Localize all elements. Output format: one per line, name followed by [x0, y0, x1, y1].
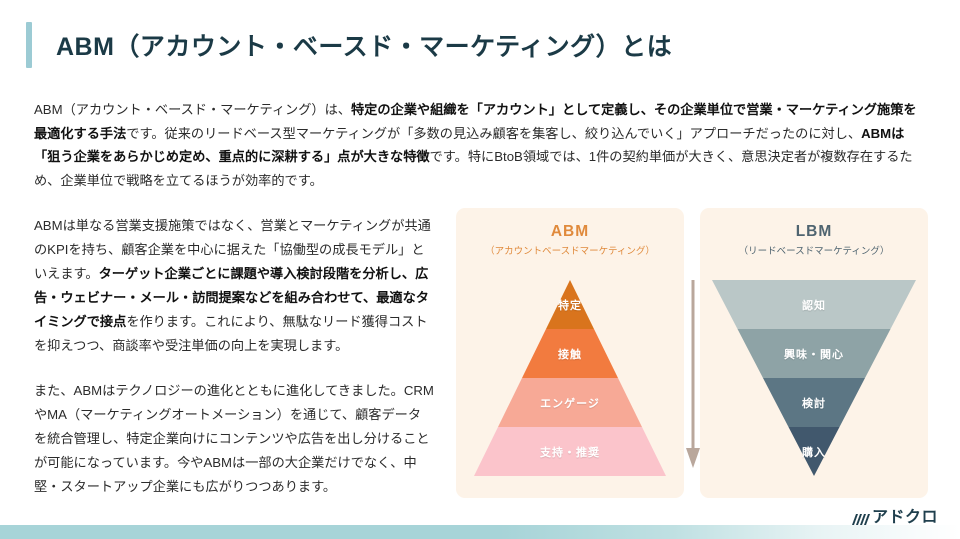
abm-pyramid-layer: 接触 — [456, 329, 684, 378]
pyramid-band-shape — [546, 280, 594, 329]
lbm-layer-label: 認知 — [802, 299, 826, 312]
body-text-column: ABMは単なる営業支援施策ではなく、営業とマーケティングが共通のKPIを持ち、顧… — [34, 214, 434, 520]
pyramid-band-shape — [474, 427, 666, 476]
lbm-funnel-layer: 興味・関心 — [700, 329, 928, 378]
lbm-subtitle: （リードベースドマーケティング） — [738, 246, 890, 257]
abm-subtitle: （アカウントベースドマーケティング） — [485, 246, 655, 257]
body-paragraph: ABMは単なる営業支援施策ではなく、営業とマーケティングが共通のKPIを持ち、顧… — [34, 214, 434, 358]
logo-slashes-icon — [851, 514, 870, 525]
logo-text: アドクロ — [871, 507, 938, 526]
funnel-band-shape — [763, 378, 865, 427]
lbm-panel: LBM （リードベースドマーケティング） 認知興味・関心検討購入 — [700, 208, 928, 498]
funnel-band-shape — [788, 427, 840, 476]
abm-panel: ABM （アカウントベースドマーケティング） 特定接触エンゲージ支持・推奨 — [456, 208, 684, 498]
abm-layer-label: 特定 — [558, 299, 582, 312]
abm-pyramid: 特定接触エンゲージ支持・推奨 — [456, 280, 684, 476]
title-accent-bar — [26, 22, 32, 68]
lbm-funnel: 認知興味・関心検討購入 — [700, 280, 928, 476]
text-emphasis: 特定の企業や組織を「アカウント」として定義し、その企業単位で営業・マーケティング… — [34, 102, 917, 141]
funnel-band-shape — [737, 329, 891, 378]
intro-paragraph: ABM（アカウント・ベースド・マーケティング）は、特定の企業や組織を「アカウント… — [34, 98, 928, 192]
lbm-funnel-layer: 購入 — [700, 427, 928, 476]
abm-pyramid-layer: 支持・推奨 — [456, 427, 684, 476]
text-emphasis: ターゲット企業ごとに課題や導入検討段階を分析し、広告・ウェビナー・メール・訪問提… — [34, 266, 429, 329]
arrow-down-icon — [686, 280, 700, 468]
text-run: ABM（アカウント・ベースド・マーケティング）は、 — [34, 102, 351, 117]
abm-layer-label: エンゲージ — [540, 397, 600, 410]
lbm-layer-label: 興味・関心 — [784, 348, 844, 361]
abm-panel-header: ABM （アカウントベースドマーケティング） — [456, 222, 684, 260]
lbm-title: LBM — [795, 223, 833, 240]
pyramid-band-shape — [498, 378, 642, 427]
lbm-funnel-layer: 認知 — [700, 280, 928, 329]
abm-layer-label: 支持・推奨 — [540, 446, 600, 459]
page-title: ABM（アカウント・ベースド・マーケティング）とは — [56, 33, 673, 61]
funnel-band-shape — [712, 280, 916, 329]
pyramid-band-shape — [522, 329, 618, 378]
lbm-layer-label: 購入 — [802, 446, 826, 459]
abm-layer-label: 接触 — [558, 348, 582, 361]
lbm-layer-label: 検討 — [802, 397, 826, 410]
abm-title: ABM — [550, 223, 590, 240]
footer-bar — [0, 525, 960, 539]
abm-pyramid-layer: エンゲージ — [456, 378, 684, 427]
text-run: また、ABMはテクノロジーの進化とともに進化してきました。CRMやMA（マーケテ… — [34, 383, 434, 494]
lbm-panel-header: LBM （リードベースドマーケティング） — [700, 222, 928, 260]
page-header: ABM（アカウント・ベースド・マーケティング）とは — [0, 22, 960, 68]
text-run: です。特にBtoB領域では、1件の契約単価が大きく、意思決定者が複数存在するため… — [34, 149, 913, 188]
text-emphasis: ABMは「狙う企業をあらかじめ定め、重点的に深耕する」点が大きな特徴 — [34, 125, 905, 165]
brand-logo: アドクロ — [851, 503, 938, 527]
content-area: ABMは単なる営業支援施策ではなく、営業とマーケティングが共通のKPIを持ち、顧… — [0, 206, 960, 506]
text-run: を作ります。これにより、無駄なリード獲得コストを抑えつつ、商談率や受注単価の向上… — [34, 314, 428, 353]
text-run: です。従来のリードベース型マーケティングが「多数の見込み顧客を集客し、絞り込んで… — [126, 125, 862, 141]
text-run: ABMは単なる営業支援施策ではなく、営業とマーケティングが共通のKPIを持ち、顧… — [34, 218, 431, 281]
flow-arrow — [686, 280, 700, 470]
body-paragraph: また、ABMはテクノロジーの進化とともに進化してきました。CRMやMA（マーケテ… — [34, 379, 434, 499]
lbm-funnel-layer: 検討 — [700, 378, 928, 427]
abm-pyramid-layer: 特定 — [456, 280, 684, 329]
